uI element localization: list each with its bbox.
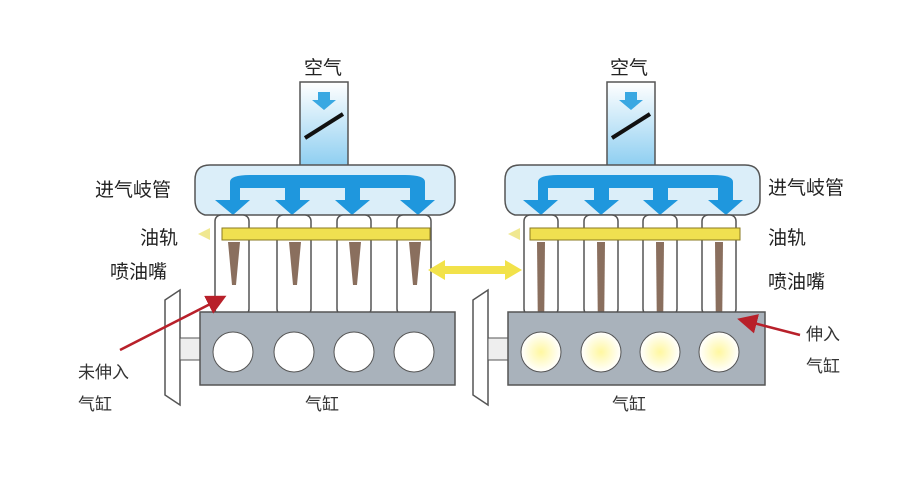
left-engine — [119, 81, 456, 407]
air-flow-arrows — [215, 175, 435, 215]
label-cylinder: 气缸 — [612, 394, 646, 415]
comparison-double-arrow — [428, 260, 522, 280]
air-arrow-icon — [312, 92, 336, 110]
label-intake-manifold: 进气岐管 — [95, 179, 171, 201]
red-pointer-arrow — [119, 295, 227, 352]
air-intake-pipe — [299, 81, 349, 178]
label-not-inserted: 未伸入 — [78, 363, 129, 383]
fuel-rail — [221, 227, 431, 241]
fuel-rail — [529, 227, 741, 241]
flywheel — [164, 288, 201, 407]
throttle-valve-icon — [610, 112, 652, 140]
fuel-injectors — [228, 242, 421, 285]
label-fuel-rail: 油轨 — [768, 227, 806, 249]
red-pointer-arrow — [737, 314, 801, 337]
engine-block — [199, 311, 456, 386]
air-flow-arrows — [523, 175, 743, 215]
label-not-inserted-cylinder: 气缸 — [78, 394, 112, 415]
right-engine — [472, 81, 801, 407]
label-injector: 喷油嘴 — [768, 271, 825, 293]
label-injector: 喷油嘴 — [110, 261, 167, 283]
label-fuel-rail: 油轨 — [140, 227, 178, 249]
engine-block — [507, 311, 766, 386]
air-intake-pipe — [606, 81, 656, 178]
label-air: 空气 — [304, 57, 342, 79]
flywheel — [472, 288, 509, 407]
label-cylinder: 气缸 — [305, 394, 339, 415]
fuel-arrow-left — [198, 228, 210, 240]
label-inserted: 伸入 — [806, 325, 840, 345]
throttle-valve-icon — [303, 112, 345, 140]
label-air: 空气 — [610, 57, 648, 79]
label-inserted-cylinder: 气缸 — [806, 356, 840, 377]
fuel-arrow-left — [508, 228, 520, 240]
label-intake-manifold: 进气岐管 — [768, 177, 844, 199]
air-arrow-icon — [619, 92, 643, 110]
